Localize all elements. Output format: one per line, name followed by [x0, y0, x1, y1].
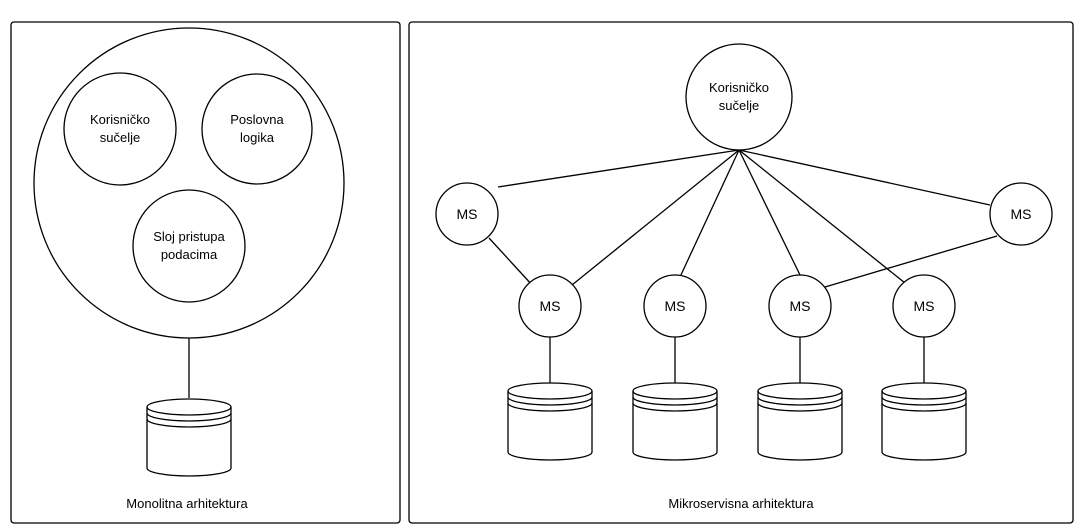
- ms-node-left-label: MS: [457, 206, 478, 222]
- edge-ui-ms-2: [679, 149, 740, 278]
- ms-database-icon-4: [881, 382, 967, 461]
- ms-node-right-label: MS: [1011, 206, 1032, 222]
- monolith-data-access-node: [132, 189, 246, 303]
- ms-node-2: [643, 274, 707, 338]
- ms-node-left: [435, 182, 499, 246]
- ms-database-icon-2: [632, 382, 718, 461]
- edge-ui-ms-3: [738, 149, 802, 278]
- monolith-ui-label-1: Korisničko: [90, 112, 150, 127]
- ms-node-right: [989, 182, 1053, 246]
- ms-node-4-label: MS: [914, 298, 935, 314]
- ms-database-icon-3: [757, 382, 843, 461]
- ms-node-1: [518, 274, 582, 338]
- microservices-ui-node: [685, 43, 793, 151]
- edge-ui-ms-1: [571, 149, 740, 286]
- microservices-ui-label-2: sučelje: [719, 98, 759, 113]
- microservices-edges: [488, 149, 998, 383]
- ms-database-icon-1: [507, 382, 593, 461]
- ms-node-3-label: MS: [790, 298, 811, 314]
- edge-msright-ms3: [824, 235, 998, 288]
- monolith-ui-label-2: sučelje: [100, 130, 140, 145]
- monolith-business-label-2: logika: [240, 130, 275, 145]
- microservices-panel: Korisničko sučelje MS MS MS MS MS MS: [408, 21, 1074, 524]
- edge-ui-ms-right: [738, 149, 991, 206]
- monolith-business-label-1: Poslovna: [230, 112, 284, 127]
- microservices-caption: Mikroservisna arhitektura: [668, 496, 814, 511]
- monolith-database-icon: [146, 398, 232, 477]
- ms-node-4: [892, 274, 956, 338]
- monolith-ui-node: [63, 72, 177, 186]
- edge-ui-ms-left: [497, 149, 740, 188]
- edge-msleft-ms1: [488, 237, 534, 287]
- ms-node-1-label: MS: [540, 298, 561, 314]
- ms-node-3: [768, 274, 832, 338]
- monolith-panel: Korisničko sučelje Poslovna logika Sloj …: [10, 21, 401, 524]
- ms-node-2-label: MS: [665, 298, 686, 314]
- monolith-data-access-label-2: podacima: [161, 247, 218, 262]
- edge-ui-ms-4: [738, 149, 906, 284]
- monolith-business-node: [201, 73, 313, 185]
- monolith-caption: Monolitna arhitektura: [126, 496, 248, 511]
- microservices-ui-label-1: Korisničko: [709, 80, 769, 95]
- monolith-data-access-label-1: Sloj pristupa: [153, 229, 225, 244]
